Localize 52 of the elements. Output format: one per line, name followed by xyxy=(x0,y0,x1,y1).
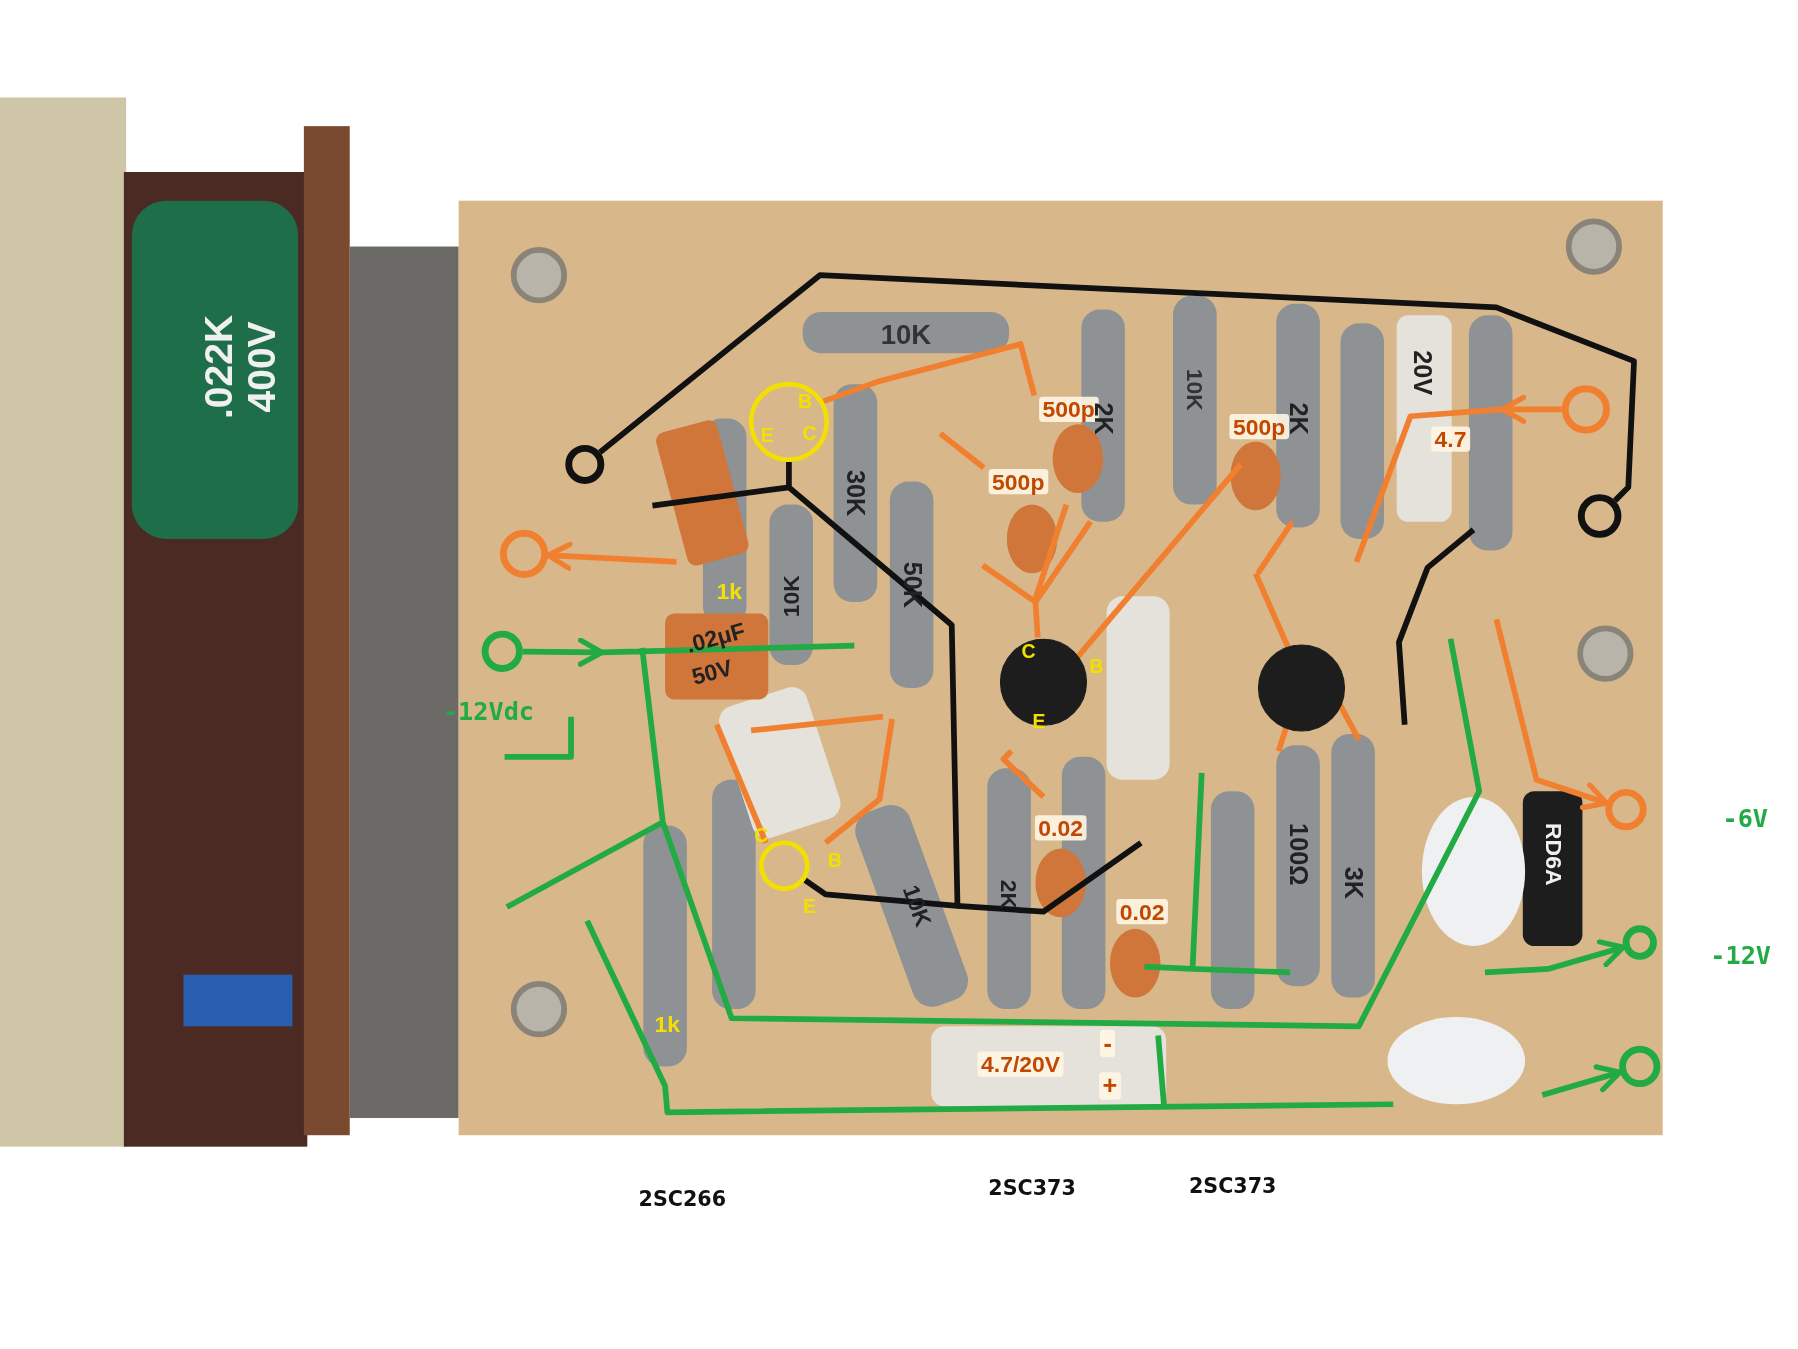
terminal-marker xyxy=(565,444,605,484)
part-number: 2SC373 xyxy=(1188,1175,1277,1196)
component-marking: .02μF xyxy=(683,618,748,657)
terminal-marker xyxy=(499,529,549,578)
pin-label: C xyxy=(754,826,769,846)
component-marking: 400V xyxy=(241,321,281,413)
pin-label: C xyxy=(1021,641,1036,662)
part-number: 2SC373 xyxy=(988,1177,1076,1199)
capacitor-value: 0.02 xyxy=(1116,899,1168,925)
polarity-mark: + xyxy=(1099,1072,1121,1100)
capacitor-value: 0.02 xyxy=(1034,815,1087,841)
component-marking: RD6A xyxy=(1542,823,1566,886)
wire-line xyxy=(786,462,961,909)
transistor-outline xyxy=(748,381,830,463)
arrow xyxy=(545,541,677,571)
component-marking: 50K xyxy=(899,561,925,608)
pin-label: B xyxy=(797,391,812,412)
component-marking: .022K xyxy=(198,314,238,419)
capacitor-value: 4.7/20V xyxy=(977,1051,1064,1077)
terminal-marker xyxy=(1619,1045,1661,1088)
part-number: 2SC266 xyxy=(638,1189,726,1210)
capacitor-value: 500p xyxy=(1229,413,1289,440)
voltage-label: -12V xyxy=(1710,943,1772,969)
component-marking: 10K xyxy=(899,882,936,930)
component-marking: 20V xyxy=(1409,350,1435,396)
pin-label: B xyxy=(827,851,842,871)
component-marking: 30K xyxy=(842,469,869,517)
arrow xyxy=(1499,394,1562,424)
voltage-label: -6V xyxy=(1722,806,1769,832)
component-marking: 100Ω xyxy=(1285,823,1311,886)
pin-label: B xyxy=(1089,656,1104,676)
component-marking: 10K xyxy=(779,575,803,618)
arrow xyxy=(1484,939,1626,976)
arrow xyxy=(522,637,605,667)
arrow xyxy=(1541,1064,1623,1098)
pin-label: C xyxy=(802,423,817,444)
capacitor-value: 4.7 xyxy=(1431,426,1470,452)
wire-line xyxy=(598,272,1637,503)
component-marking: 50V xyxy=(689,655,735,689)
resistor-value: 1k xyxy=(716,579,743,602)
pin-label: E xyxy=(803,897,817,917)
resistor-value: 1k xyxy=(654,1012,681,1036)
terminal-marker xyxy=(1577,494,1622,538)
pin-label: E xyxy=(760,426,774,446)
component-marking: 2K xyxy=(997,879,1021,910)
component-marking: 10K xyxy=(880,321,932,349)
terminal-marker xyxy=(1561,385,1610,434)
component-marking: 10K xyxy=(1183,368,1207,411)
arrow xyxy=(1493,618,1610,811)
component-marking: 3K xyxy=(1340,866,1366,900)
polarity-mark: - xyxy=(1100,1029,1116,1058)
capacitor-value: 500p xyxy=(988,469,1048,495)
